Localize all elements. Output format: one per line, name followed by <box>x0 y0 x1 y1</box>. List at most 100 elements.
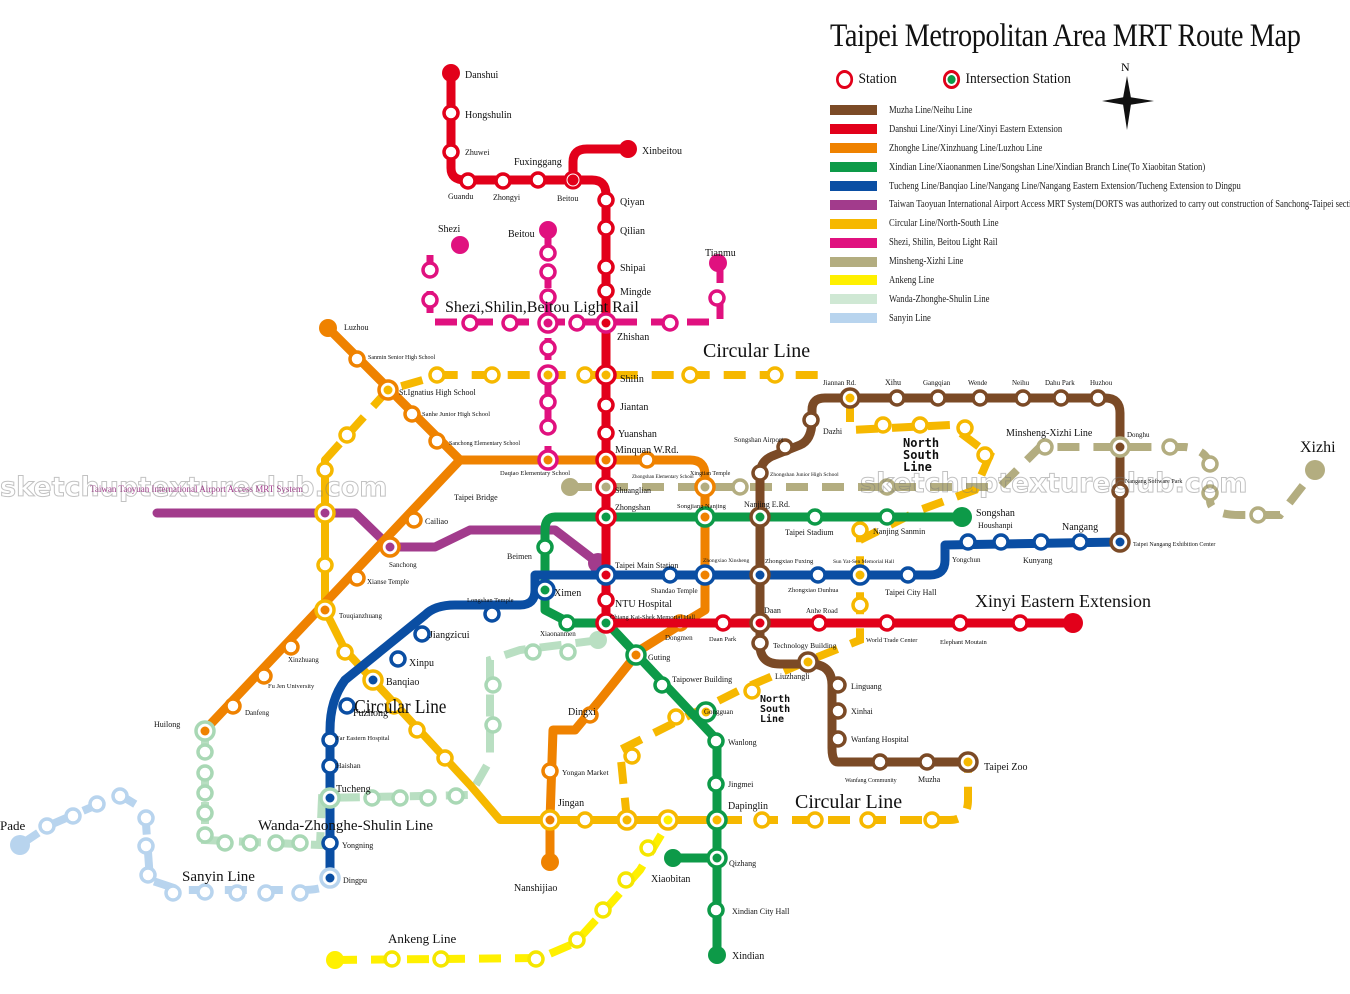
svg-text:Shezi: Shezi <box>438 224 460 235</box>
svg-text:Zhongxiao Dunhua: Zhongxiao Dunhua <box>788 587 838 594</box>
svg-text:Technology Building: Technology Building <box>773 641 837 650</box>
svg-text:Songshan: Songshan <box>976 508 1015 519</box>
wanda-line <box>196 631 607 852</box>
legend-row-light-rail: Shezi, Shilin, Beitou Light Rail <box>830 233 1350 252</box>
label-circular-line-bottom: Circular Line <box>795 791 902 813</box>
svg-text:Xindian City Hall: Xindian City Hall <box>732 907 790 916</box>
intersection-key-label: Intersection Station <box>965 71 1071 87</box>
legend-row-danshui: Danshui Line/Xinyi Line/Xinyi Eastern Ex… <box>830 120 1350 139</box>
svg-text:Longshan Temple: Longshan Temple <box>467 597 514 604</box>
svg-text:Daan Park: Daan Park <box>709 636 737 643</box>
svg-text:Sanmin Senior High School: Sanmin Senior High School <box>368 355 435 361</box>
svg-text:Cailiao: Cailiao <box>425 517 448 526</box>
svg-text:Anhe Road: Anhe Road <box>806 607 838 615</box>
swatch-gold <box>830 218 877 229</box>
legend-row-wanda: Wanda-Zhonghe-Shulin Line <box>830 290 1350 309</box>
station-ring-icon <box>836 70 854 89</box>
svg-text:Yongning: Yongning <box>342 841 373 850</box>
label-sanyin: Sanyin Line <box>182 869 255 885</box>
label-circular-line-left: Circular Line <box>354 696 446 719</box>
svg-text:Beitou: Beitou <box>557 194 578 203</box>
svg-text:Sanchong: Sanchong <box>389 561 417 569</box>
svg-text:Nanjing E.Rd.: Nanjing E.Rd. <box>744 500 790 509</box>
label-north-south-top: North <box>903 436 939 450</box>
svg-text:Pade: Pade <box>0 818 26 833</box>
svg-text:Tucheng: Tucheng <box>336 784 371 795</box>
label-north-south-mid: North <box>760 694 790 705</box>
swatch-orange <box>830 143 877 154</box>
svg-text:Muzha: Muzha <box>918 775 941 784</box>
svg-text:Ximen: Ximen <box>554 588 581 599</box>
svg-text:Taipei Zoo: Taipei Zoo <box>984 762 1027 773</box>
compass-north-label: N <box>1121 60 1130 74</box>
label-minsheng-xizhi: Minsheng-Xizhi Line <box>1006 428 1093 439</box>
svg-text:Daqiao Elementary School: Daqiao Elementary School <box>500 470 570 477</box>
svg-text:Line: Line <box>903 460 932 474</box>
svg-text:Xinpu: Xinpu <box>409 658 434 669</box>
svg-text:Xindian: Xindian <box>732 951 764 962</box>
line-legend: Muzha Line/Neihu Line Danshui Line/Xinyi… <box>830 101 1350 328</box>
swatch-brown <box>830 105 877 116</box>
orange-line <box>200 319 710 871</box>
swatch-pale-blue <box>830 313 877 324</box>
swatch-blue <box>830 181 877 191</box>
svg-text:Gongguan: Gongguan <box>704 708 734 716</box>
svg-text:Songjiang Nanjing: Songjiang Nanjing <box>677 503 727 510</box>
svg-text:Huilong: Huilong <box>154 720 180 729</box>
svg-text:Yongchun: Yongchun <box>952 556 981 564</box>
svg-text:Touqianzhuang: Touqianzhuang <box>339 612 383 620</box>
label-light-rail: Shezi,Shilin,Beitou Light Rail <box>445 299 639 316</box>
svg-text:Linguang: Linguang <box>851 682 882 691</box>
line-labels: Circular Line Circular Line Circular Lin… <box>90 299 1151 946</box>
svg-text:Nangang: Nangang <box>1062 522 1098 533</box>
svg-text:Nanshijiao: Nanshijiao <box>514 883 557 894</box>
svg-text:Houshanpi: Houshanpi <box>978 521 1013 530</box>
red-line <box>442 64 1083 633</box>
label-circular-line-top: Circular Line <box>703 340 810 362</box>
svg-text:Fu Jen University: Fu Jen University <box>268 683 315 690</box>
svg-text:Nanjing Sanmin: Nanjing Sanmin <box>873 527 925 536</box>
legend-row-airport: Taiwan Taoyuan International Airport Acc… <box>830 195 1350 214</box>
svg-text:Zhongshan Elementary School: Zhongshan Elementary School <box>632 475 694 480</box>
label-airport: Taiwan Taoyuan International Airport Acc… <box>90 484 303 494</box>
brown-line <box>751 389 1129 771</box>
svg-text:Xihu: Xihu <box>885 378 901 387</box>
svg-text:Hongshulin: Hongshulin <box>465 110 512 121</box>
svg-text:Danfeng: Danfeng <box>245 709 270 717</box>
svg-text:Songshan Airport: Songshan Airport <box>734 436 783 444</box>
svg-text:Jingan: Jingan <box>558 798 584 809</box>
svg-text:Jiangzicui: Jiangzicui <box>429 630 470 641</box>
svg-text:Minquan W.Rd.: Minquan W.Rd. <box>615 445 679 456</box>
swatch-green <box>830 162 877 173</box>
svg-text:Dingpu: Dingpu <box>343 876 367 885</box>
swatch-yellow <box>830 275 877 286</box>
svg-text:Sanhe Junior High School: Sanhe Junior High School <box>422 411 490 418</box>
swatch-magenta <box>830 237 877 248</box>
blue-line <box>321 533 1125 885</box>
svg-text:Xizhi: Xizhi <box>1300 439 1336 456</box>
svg-text:Luzhou: Luzhou <box>344 323 368 332</box>
svg-text:Taipei City Hall: Taipei City Hall <box>885 588 937 597</box>
legend-row-sanyin: Sanyin Line <box>830 309 1350 328</box>
svg-text:Guting: Guting <box>648 653 670 662</box>
svg-text:Yongan Market: Yongan Market <box>562 768 609 777</box>
svg-text:Zhongshan: Zhongshan <box>615 503 651 512</box>
label-xinyi-eastern: Xinyi Eastern Extension <box>975 591 1151 611</box>
circular-line <box>316 366 995 829</box>
sanyin-line <box>10 787 334 902</box>
station-labels: Danshui Hongshulin Zhuwei Guandu Zhongyi… <box>0 70 1336 962</box>
green-line <box>536 507 972 964</box>
svg-text:St.Ignatius High School: St.Ignatius High School <box>399 388 476 397</box>
svg-text:Xiaonanmen: Xiaonanmen <box>540 630 576 638</box>
svg-text:Xiaobitan: Xiaobitan <box>651 874 690 885</box>
svg-text:NTU Hospital: NTU Hospital <box>615 599 672 610</box>
legend-row-circular: Circular Line/North-South Line <box>830 214 1350 233</box>
svg-text:Tianmu: Tianmu <box>705 248 736 259</box>
swatch-pale-green <box>830 294 877 305</box>
svg-text:Mingde: Mingde <box>620 287 652 298</box>
intersection-key: Intersection Station <box>943 70 1071 89</box>
svg-text:Jiannan Rd.: Jiannan Rd. <box>823 379 856 387</box>
svg-text:Shandao Temple: Shandao Temple <box>651 587 698 595</box>
svg-text:Nangang Software Park: Nangang Software Park <box>1125 478 1182 485</box>
